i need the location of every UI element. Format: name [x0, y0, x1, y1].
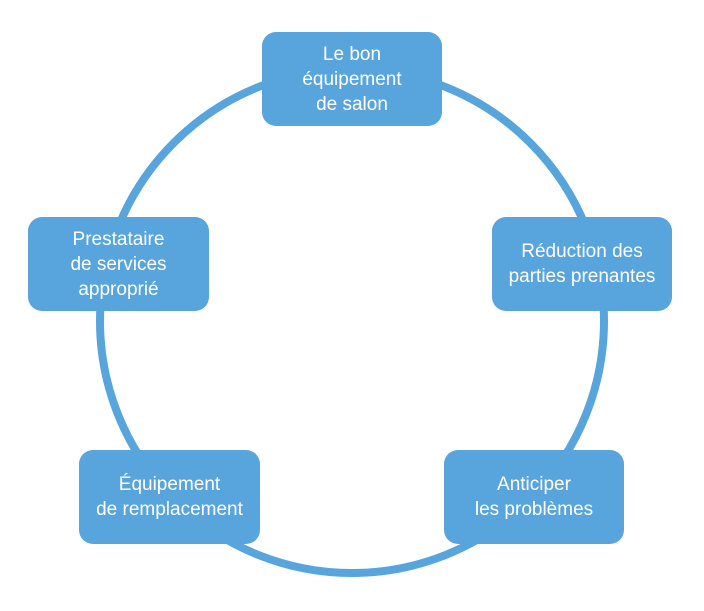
- node-equipement-de-remplacement: Équipement de remplacement: [79, 450, 260, 544]
- node-label: Le bon équipement de salon: [302, 43, 402, 115]
- node-anticiper-les-problemes: Anticiper les problèmes: [444, 450, 624, 544]
- node-label: Prestataire de services approprié: [70, 228, 167, 300]
- node-reduction-des-parties-prenantes: Réduction des parties prenantes: [492, 217, 672, 311]
- node-label: Réduction des parties prenantes: [508, 241, 656, 287]
- node-label: Équipement de remplacement: [96, 474, 243, 520]
- node-label: Anticiper les problèmes: [474, 474, 594, 520]
- node-le-bon-equipement-de-salon: Le bon équipement de salon: [262, 32, 442, 126]
- node-prestataire-de-services-approprie: Prestataire de services approprié: [28, 217, 209, 311]
